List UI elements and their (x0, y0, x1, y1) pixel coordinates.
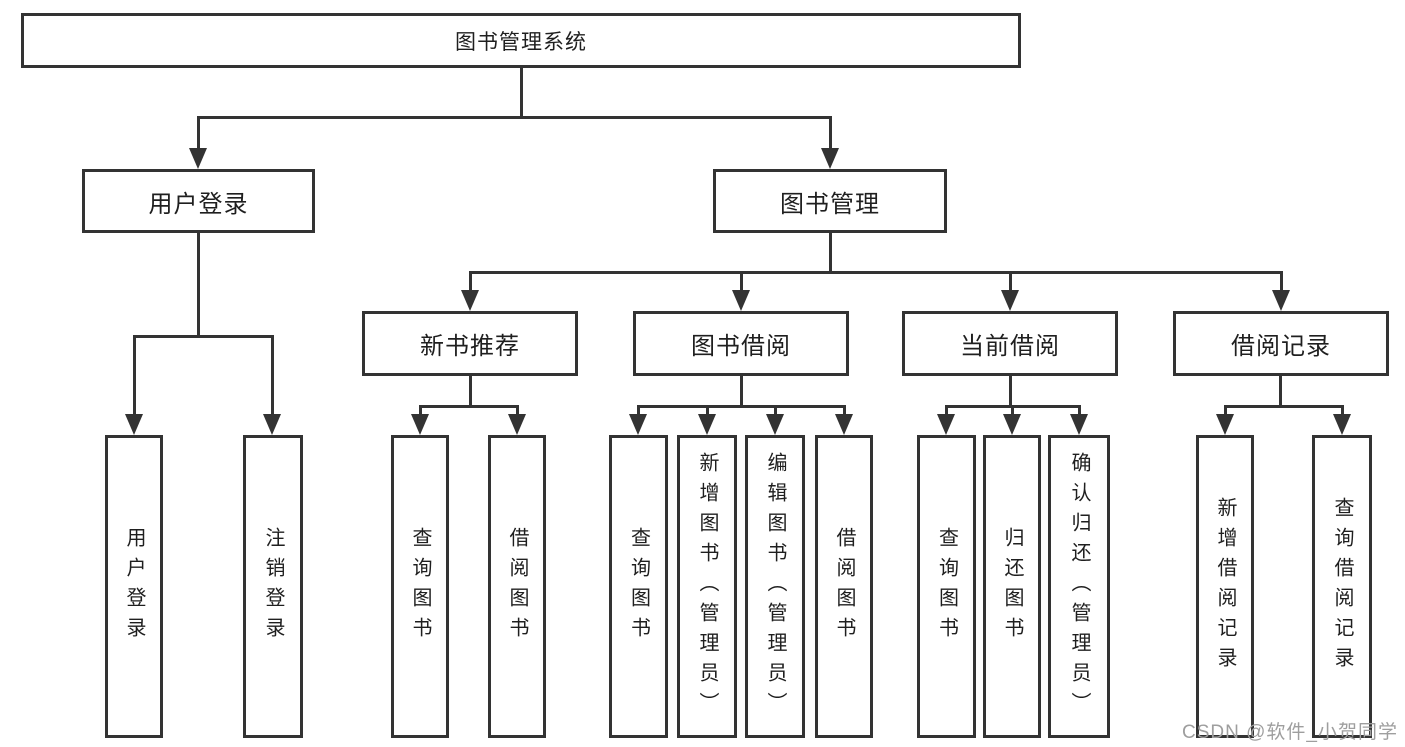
connector-book-mgmt-shaft (829, 116, 832, 148)
connector-br-stub (1279, 376, 1282, 408)
connector-bb-rail (637, 405, 846, 408)
node-leaf-user-login: 用户登录 (105, 435, 163, 738)
connector-user-login-rail (133, 335, 274, 338)
arrowhead-bb-leaf2 (698, 414, 716, 435)
node-leaf-bb-edit-books: 编辑图书（管理员） (745, 435, 805, 738)
node-user-login-label: 用户登录 (148, 190, 249, 218)
connector-cb-stub (1009, 376, 1012, 408)
node-root-label: 图书管理系统 (455, 30, 587, 54)
arrowhead-user-login (189, 148, 207, 169)
node-leaf-bb-borrow-books-label: 借阅图书 (833, 526, 855, 647)
node-leaf-bb-add-books: 新增图书（管理员） (677, 435, 737, 738)
node-leaf-nb-borrow-books-label: 借阅图书 (506, 526, 528, 647)
connector-cb-leaf1-shaft (945, 405, 948, 415)
csdn-watermark: CSDN @软件_小贺同学 (1182, 722, 1398, 743)
connector-borrow-record-shaft (1280, 271, 1283, 291)
node-leaf-nb-query-books-label: 查询图书 (409, 526, 431, 647)
arrowhead-cb-leaf3 (1070, 414, 1088, 435)
connector-ul-leaf2-shaft (271, 335, 274, 414)
node-book-borrowing: 图书借阅 (633, 311, 849, 376)
connector-br-rail (1224, 405, 1344, 408)
connector-nb-leaf1-shaft (419, 405, 422, 415)
node-leaf-br-add-record: 新增借阅记录 (1196, 435, 1254, 738)
connector-br-leaf1-shaft (1224, 405, 1227, 415)
connector-cb-leaf3-shaft (1078, 405, 1081, 415)
node-root: 图书管理系统 (21, 13, 1021, 68)
node-new-book-recommend: 新书推荐 (362, 311, 578, 376)
connector-level1-rail (197, 116, 832, 119)
arrowhead-br-leaf2 (1333, 414, 1351, 435)
arrowhead-nb-leaf2 (508, 414, 526, 435)
connector-current-borrow-shaft (1009, 271, 1012, 291)
node-new-book-recommend-label: 新书推荐 (420, 333, 520, 360)
arrowhead-borrow-record (1272, 290, 1290, 311)
node-leaf-br-query-record: 查询借阅记录 (1312, 435, 1372, 738)
connector-user-login-shaft (197, 116, 200, 148)
node-current-borrowing: 当前借阅 (902, 311, 1118, 376)
connector-level2-rail (469, 271, 1281, 274)
arrowhead-br-leaf1 (1216, 414, 1234, 435)
node-leaf-bb-query-books: 查询图书 (609, 435, 668, 738)
node-book-borrowing-label: 图书借阅 (691, 333, 791, 360)
node-leaf-nb-query-books: 查询图书 (391, 435, 449, 738)
connector-ul-leaf1-shaft (133, 335, 136, 414)
connector-new-book-shaft (469, 271, 472, 291)
arrowhead-nb-leaf1 (411, 414, 429, 435)
connector-bb-leaf2-shaft (706, 405, 709, 415)
node-book-management-label: 图书管理 (780, 190, 880, 218)
connector-cb-leaf2-shaft (1011, 405, 1014, 415)
node-leaf-cb-return-books-label: 归还图书 (1001, 526, 1023, 647)
connector-br-leaf2-shaft (1341, 405, 1344, 415)
node-leaf-bb-query-books-label: 查询图书 (627, 526, 650, 647)
connector-nb-stub (469, 376, 472, 408)
arrowhead-bb-leaf1 (629, 414, 647, 435)
connector-bb-leaf4-shaft (843, 405, 846, 415)
node-leaf-nb-borrow-books: 借阅图书 (488, 435, 546, 738)
connector-user-login-stub (197, 233, 200, 337)
arrowhead-ul-leaf2 (263, 414, 281, 435)
node-leaf-cb-return-books: 归还图书 (983, 435, 1041, 738)
node-leaf-br-query-record-label: 查询借阅记录 (1331, 496, 1353, 677)
node-current-borrowing-label: 当前借阅 (960, 333, 1060, 360)
connector-root-stub (520, 68, 523, 118)
node-leaf-bb-edit-books-label: 编辑图书（管理员） (764, 451, 786, 722)
connector-bb-leaf3-shaft (774, 405, 777, 415)
connector-nb-rail (419, 405, 519, 408)
arrowhead-book-borrow (732, 290, 750, 311)
node-user-login: 用户登录 (82, 169, 315, 233)
arrowhead-bb-leaf4 (835, 414, 853, 435)
arrowhead-book-mgmt (821, 148, 839, 169)
node-book-management: 图书管理 (713, 169, 947, 233)
node-leaf-cb-confirm-return-label: 确认归还（管理员） (1068, 451, 1090, 722)
node-leaf-bb-borrow-books: 借阅图书 (815, 435, 873, 738)
arrowhead-current-borrow (1001, 290, 1019, 311)
connector-book-mgmt-stub (829, 233, 832, 273)
node-leaf-cb-query-books: 查询图书 (917, 435, 976, 738)
arrowhead-new-book (461, 290, 479, 311)
connector-book-borrow-shaft (740, 271, 743, 291)
node-leaf-cb-confirm-return: 确认归还（管理员） (1048, 435, 1110, 738)
node-borrow-records: 借阅记录 (1173, 311, 1389, 376)
node-leaf-bb-add-books-label: 新增图书（管理员） (696, 451, 718, 722)
node-leaf-logout-label: 注销登录 (262, 526, 284, 647)
arrowhead-bb-leaf3 (766, 414, 784, 435)
node-borrow-records-label: 借阅记录 (1231, 333, 1331, 360)
arrowhead-cb-leaf1 (937, 414, 955, 435)
arrowhead-cb-leaf2 (1003, 414, 1021, 435)
node-leaf-logout: 注销登录 (243, 435, 303, 738)
arrowhead-ul-leaf1 (125, 414, 143, 435)
connector-bb-stub (740, 376, 743, 408)
connector-bb-leaf1-shaft (637, 405, 640, 415)
node-leaf-cb-query-books-label: 查询图书 (935, 526, 958, 647)
connector-nb-leaf2-shaft (516, 405, 519, 415)
node-leaf-br-add-record-label: 新增借阅记录 (1214, 496, 1236, 677)
node-leaf-user-login-label: 用户登录 (123, 526, 145, 647)
